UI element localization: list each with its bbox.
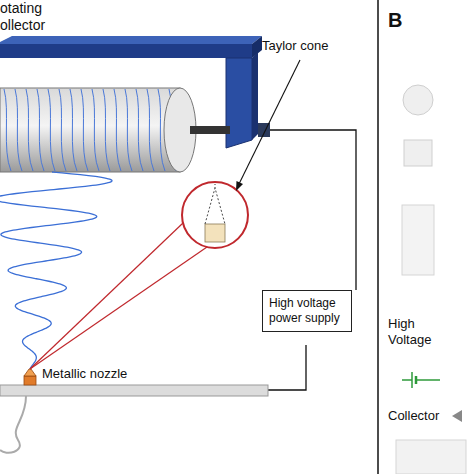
syringe-pump	[403, 85, 433, 115]
taylor-cone-inset	[182, 182, 248, 248]
fiber-winding	[81, 89, 88, 171]
syringe	[404, 140, 432, 166]
fiber-winding	[136, 89, 143, 171]
cone-outline	[205, 188, 225, 224]
cone-jet	[215, 184, 216, 188]
arrow-head	[236, 181, 243, 191]
wire	[268, 345, 306, 390]
part-label: Collector	[388, 408, 439, 424]
metallic-nozzle	[24, 376, 36, 385]
panel-divider	[377, 0, 379, 474]
nozzle-tip	[24, 369, 36, 376]
wire	[416, 379, 440, 381]
fiber-winding	[70, 89, 77, 171]
fiber-winding	[59, 89, 66, 171]
bracket-side	[252, 52, 258, 140]
fiber-winding	[147, 89, 154, 171]
node-text: High voltage power supply	[269, 296, 345, 326]
wire	[270, 130, 356, 290]
fiber-winding	[103, 89, 110, 171]
callout-label: Taylor cone	[262, 38, 328, 54]
battery-symbol	[411, 372, 413, 388]
fiber-winding	[26, 89, 33, 171]
fiber-windings	[4, 89, 176, 171]
fiber-jet	[0, 172, 112, 369]
part-label: Metallic nozzle	[42, 366, 127, 382]
tubing	[0, 396, 26, 453]
beam-front	[0, 44, 252, 58]
fiber-winding	[92, 89, 99, 171]
part-label: High Voltage	[388, 316, 448, 347]
fiber-winding	[15, 89, 22, 171]
base-bar	[0, 385, 268, 396]
beam-top	[0, 36, 262, 44]
inset-leader	[30, 247, 207, 369]
bracket-plate	[226, 58, 252, 148]
part-label: otating ollector	[0, 0, 62, 34]
fiber-winding	[37, 89, 44, 171]
collector-plate	[396, 440, 466, 474]
shaft	[190, 126, 230, 134]
nozzle-detail	[205, 224, 225, 242]
fiber-winding	[125, 89, 132, 171]
inset-leader	[30, 223, 183, 369]
spinning-chamber	[402, 205, 434, 275]
fiber-winding	[114, 89, 121, 171]
wire	[402, 379, 412, 381]
power-supply-box: High voltage power supply	[262, 290, 352, 332]
pointer-arrow	[452, 410, 462, 422]
fiber-winding	[4, 89, 11, 171]
panel-letter: B	[388, 8, 402, 32]
fiber-winding	[48, 89, 55, 171]
collector-drum	[0, 88, 180, 172]
callout-arrow	[238, 60, 300, 186]
